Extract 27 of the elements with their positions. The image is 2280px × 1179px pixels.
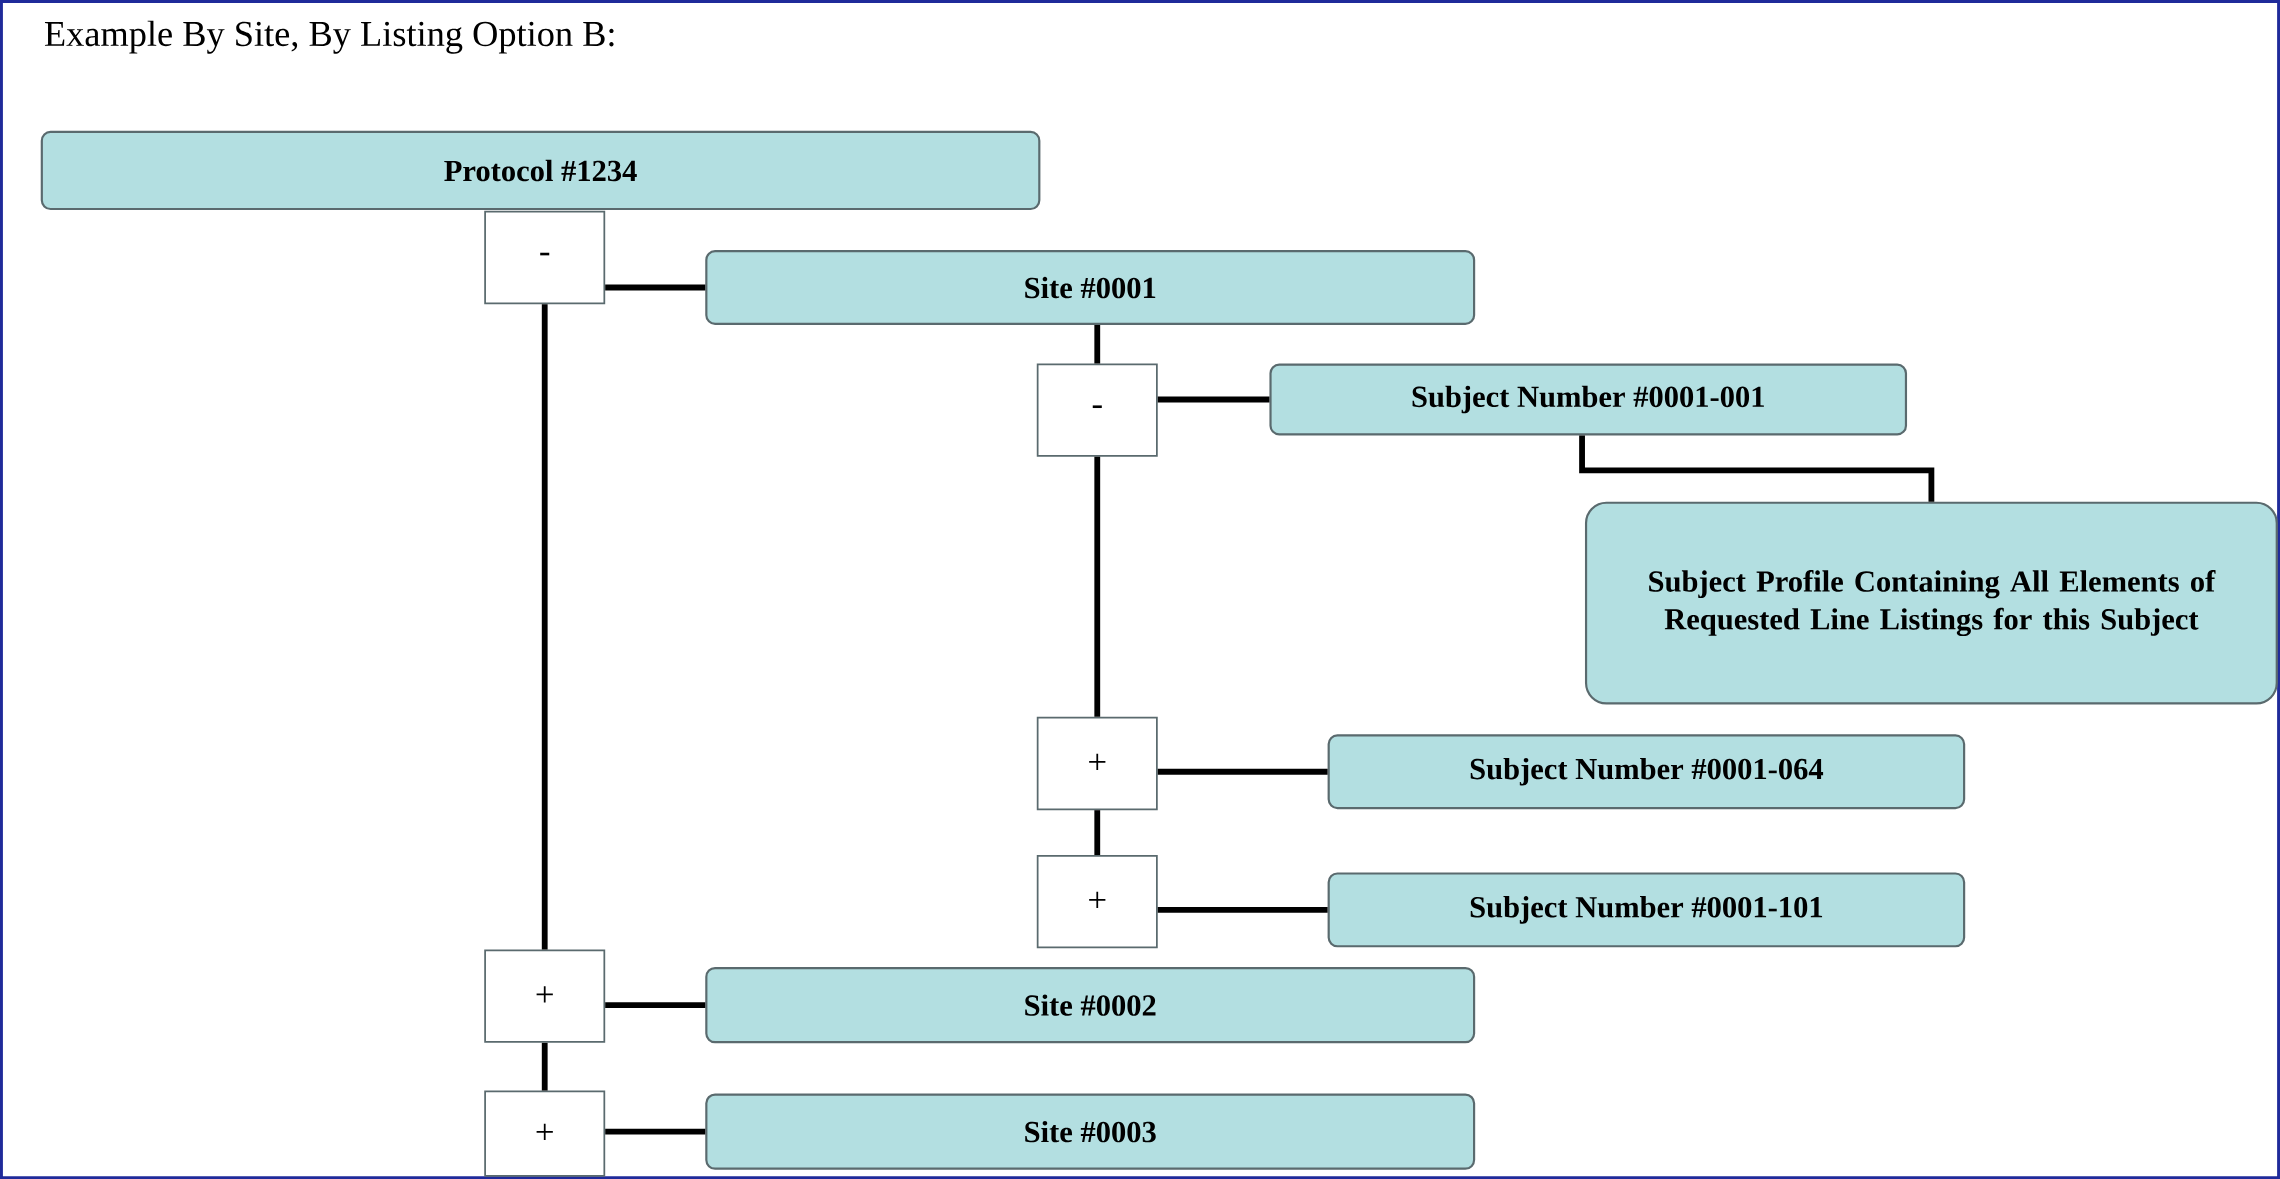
connector-line xyxy=(1157,396,1270,403)
toggle-box: + xyxy=(484,1090,606,1177)
connector-line xyxy=(541,1042,548,1091)
tree-item-box: Subject Number #0001-001 xyxy=(1269,363,1908,436)
connector-line xyxy=(1579,435,1935,502)
connector-line xyxy=(605,284,706,291)
connector-line xyxy=(605,1128,706,1135)
tree-item-box: Site #0003 xyxy=(705,1093,1476,1170)
profile-box: Subject Profile Containing All Elements of Requested Line Listings for this Subject xyxy=(1584,501,2278,705)
title: Example By Site, By Listing Option B: xyxy=(44,20,614,54)
tree-item-box: Subject Number #0001-101 xyxy=(1327,872,1966,948)
toggle-box: + xyxy=(1036,716,1158,811)
connector-line xyxy=(1094,324,1101,364)
tree-item-box: Site #0001 xyxy=(705,249,1476,325)
connector-line xyxy=(1157,768,1328,775)
connector-line xyxy=(1094,810,1101,855)
tree-item-box: Subject Number #0001-064 xyxy=(1327,734,1966,810)
connector-line xyxy=(1094,456,1101,717)
connector-line xyxy=(1157,906,1328,913)
tree-item-box: Site #0002 xyxy=(705,966,1476,1044)
tree-item-box: Protocol #1234 xyxy=(40,130,1041,210)
toggle-box: + xyxy=(1036,854,1158,949)
toggle-box: - xyxy=(1036,363,1158,457)
toggle-box: + xyxy=(484,949,606,1043)
toggle-box: - xyxy=(484,210,606,305)
connector-line xyxy=(605,1002,706,1008)
connector-line xyxy=(541,304,548,950)
